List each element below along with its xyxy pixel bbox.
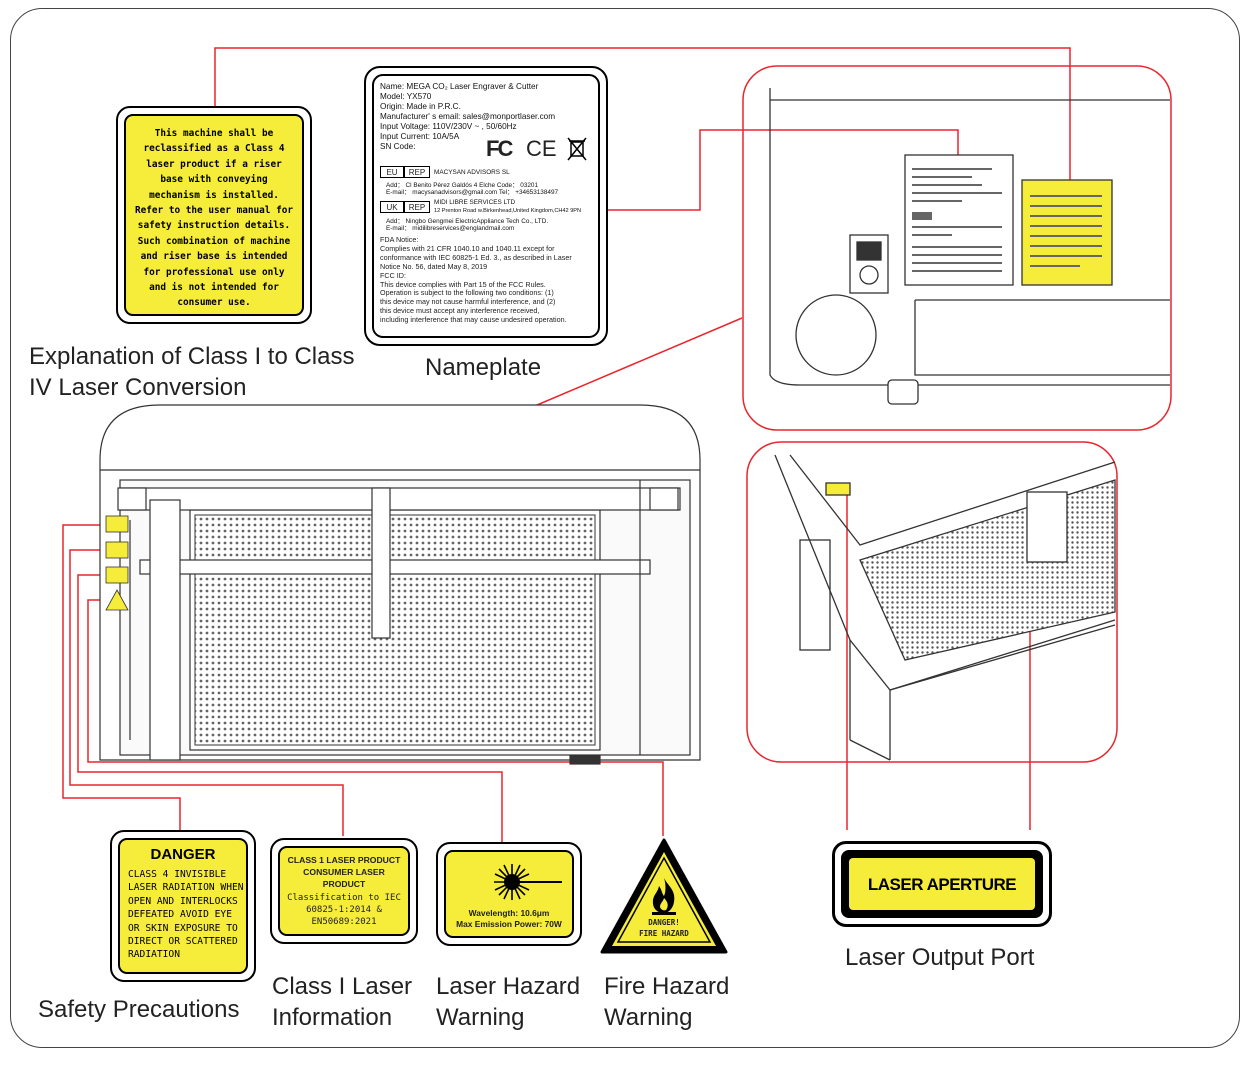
laser-wavelength: Wavelength: 10.6μm [468, 908, 550, 918]
outer-frame [10, 8, 1240, 1048]
caption-class-conversion: Explanation of Class I to Class IV Laser… [29, 343, 355, 401]
callout-class1 [69, 549, 344, 836]
nameplate-line: Origin: Made in P.R.C. [380, 102, 461, 111]
uk-box: UK [380, 201, 404, 213]
uk-rep-address: 12 Prenton Road w.Birkenhead,United King… [434, 208, 582, 214]
nameplate-line: SN Code: [380, 142, 416, 151]
uk-rep-company: MIDI LIBRE SERVICES LTD [434, 199, 516, 206]
eu-rep-line: E-mail： macysanadvisors@gmail.com Tel： +… [386, 189, 559, 196]
crossed-bin-icon [567, 137, 587, 161]
laser-aperture-text: LASER APERTURE [867, 875, 1017, 894]
nameplate-line: Input Current: 10A/5A [380, 132, 460, 141]
caption-nameplate: Nameplate [425, 354, 542, 381]
fire-line1: DANGER! [648, 918, 680, 927]
callout-class4 [214, 47, 1071, 180]
nameplate-label: Name: MEGA CO₂ Laser Engraver & Cutter M… [364, 66, 608, 346]
laser-hazard-label: Wavelength: 10.6μm Max Emission Power: 7… [436, 842, 582, 946]
class1-text: Classification to IEC 60825-1:2014 & EN5… [287, 893, 401, 927]
eu-rep-line: Add： Cl Benito Pérez Galdós 4 Elche Code… [386, 182, 539, 189]
callout-laser-hazard [77, 574, 503, 842]
ce-mark: CE [526, 136, 557, 161]
callout-zoom [529, 317, 743, 409]
zoom-box-front [746, 441, 1118, 763]
front-zoom-view [774, 454, 1116, 761]
caption-output-port: Laser Output Port [845, 944, 1035, 971]
fire-hazard-label: DANGER! FIRE HAZARD [598, 836, 730, 958]
laser-starburst-icon [494, 864, 562, 900]
rep-box: REP [404, 201, 430, 213]
callout-safety [62, 524, 181, 830]
eu-rep-company: MACYSAN ADVISORS SL [434, 169, 510, 176]
fire-line2: FIRE HAZARD [639, 929, 689, 938]
uk-rep-line: Add： Ningbo Gengmei ElectricAppliance Te… [386, 218, 549, 225]
danger-title: DANGER [150, 846, 216, 863]
eu-box: EU [380, 166, 404, 178]
rear-nameplate-text-lines [912, 168, 1102, 272]
class1-label: CLASS 1 LASER PRODUCT CONSUMER LASER PRO… [270, 838, 418, 944]
laser-power: Max Emission Power: 70W [456, 919, 562, 929]
callout-lines [62, 47, 1172, 842]
fda-notice: FDA Notice:Complies with 21 CFR 1040.10 … [380, 235, 572, 325]
class1-bold-text: CLASS 1 LASER PRODUCT CONSUMER LASER PRO… [287, 855, 401, 889]
machine-mini-labels [105, 515, 129, 611]
fcc-mark: FC [486, 136, 513, 161]
nameplate-line: Manufacturer' s email: sales@monportlase… [380, 112, 556, 121]
caption-safety: Safety Precautions [38, 996, 240, 1023]
laser-aperture-label: LASER APERTURE [832, 841, 1052, 927]
nameplate-line: Model: YX570 [380, 92, 432, 101]
uk-rep-line: E-mail： midilibreservices@englandmail.co… [386, 225, 515, 232]
zoom-box-rear [742, 65, 1172, 431]
callout-nameplate [608, 129, 959, 211]
flame-icon [652, 878, 676, 915]
machine-top-view [99, 404, 701, 765]
callout-fire [87, 599, 664, 836]
nameplate-line: Name: MEGA CO₂ Laser Engraver & Cutter [380, 82, 539, 91]
nameplate-line: Input Voltage: 110V/230V ~ , 50/60Hz [380, 122, 517, 131]
rep-box: REP [404, 166, 430, 178]
